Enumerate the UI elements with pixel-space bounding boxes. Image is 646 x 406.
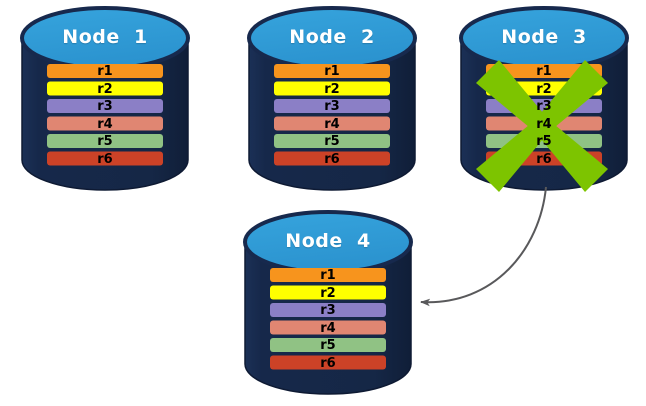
node-2-row-label-r1: r1 (324, 64, 340, 79)
node-2-row-r1 (274, 64, 390, 78)
node-1-cylinder (20, 6, 190, 191)
node-1-row-label-r1: r1 (97, 64, 113, 79)
node-2-cylinder (247, 6, 417, 191)
node-2-row-label-r4: r4 (324, 116, 340, 132)
node-3-row-label-r6: r6 (536, 151, 552, 167)
node-2-row-label-r6: r6 (324, 151, 340, 167)
failure-cross-icon (476, 60, 608, 192)
node-1-row-r2 (47, 81, 163, 96)
node-1-row-label-r5: r5 (97, 134, 113, 149)
node-3-row-label-r4: r4 (536, 116, 552, 132)
node-1-row-label-r2: r2 (97, 81, 113, 97)
node-4-row-r4 (270, 320, 386, 335)
node-4-cylinder (243, 210, 413, 395)
node-4-row-label-r2: r2 (320, 285, 336, 301)
node-2-row-label-r3: r3 (324, 99, 340, 114)
node-2-row-label-r2: r2 (324, 81, 340, 97)
node-1-row-r6 (47, 151, 163, 166)
node-3-row-label-r2: r2 (536, 81, 552, 97)
node-1-row-r4 (47, 116, 163, 131)
node-2-row-label-r5: r5 (324, 134, 340, 149)
node-4-row-r6 (270, 355, 386, 370)
node-1-row-label-r3: r3 (97, 99, 113, 114)
node-4-row-r5 (270, 338, 386, 352)
failure-cross-shape (476, 60, 608, 192)
node-4-row-r3 (270, 303, 386, 317)
node-2-row-r5 (274, 134, 390, 148)
node-4-row-label-r4: r4 (320, 320, 336, 336)
node-4-row-r1 (270, 268, 386, 282)
node-3-row-label-r1: r1 (536, 64, 552, 79)
node-1-row-r5 (47, 134, 163, 148)
rereplication-arrow (420, 186, 547, 307)
node-3-row-label-r3: r3 (536, 99, 552, 114)
node-4-row-r2 (270, 285, 386, 300)
node-2-row-r6 (274, 151, 390, 166)
node-1-row-r3 (47, 99, 163, 113)
node-1-row-label-r4: r4 (97, 116, 113, 132)
node-4-row-label-r1: r1 (320, 268, 336, 283)
node-2-row-r3 (274, 99, 390, 113)
node-4-row-label-r6: r6 (320, 355, 336, 371)
node-1-row-label-r6: r6 (97, 151, 113, 167)
node-2-row-r2 (274, 81, 390, 96)
node-3-row-label-r5: r5 (536, 134, 552, 149)
node-1-row-r1 (47, 64, 163, 78)
node-2-row-r4 (274, 116, 390, 131)
node-4-row-label-r5: r5 (320, 338, 336, 353)
node-4-row-label-r3: r3 (320, 303, 336, 318)
nodes-layer (20, 6, 629, 395)
overlay-layer (420, 60, 608, 307)
